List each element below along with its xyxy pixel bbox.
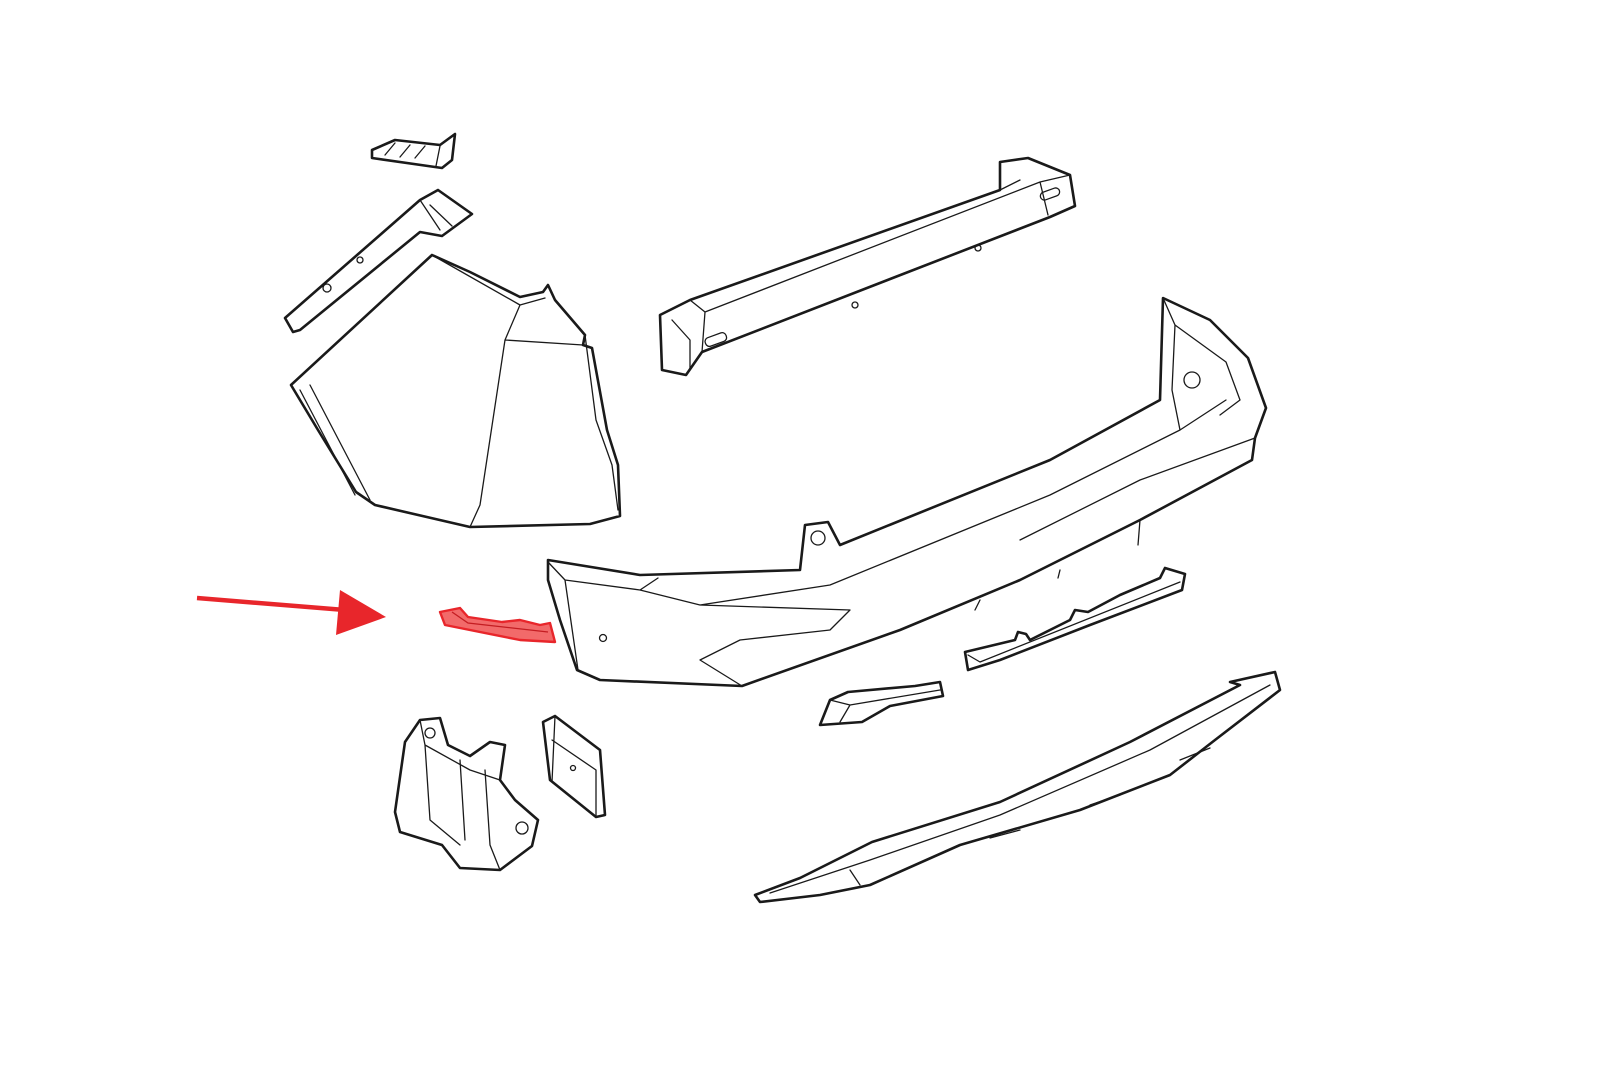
rear-bumper-cover <box>546 296 1268 688</box>
side-strip <box>283 188 474 334</box>
highlighted-bracket <box>438 606 557 644</box>
small-reflector-bracket <box>818 680 945 727</box>
upper-bracket <box>370 132 457 170</box>
spacer-block <box>541 714 607 819</box>
bumper-reinforcement-beam <box>658 156 1077 377</box>
lower-diffuser-trim <box>753 670 1282 904</box>
quarter-panel-cover <box>289 253 622 529</box>
bumper-support-strip <box>963 566 1187 672</box>
mounting-bracket <box>393 716 540 872</box>
pointer-arrow-icon <box>196 590 386 635</box>
